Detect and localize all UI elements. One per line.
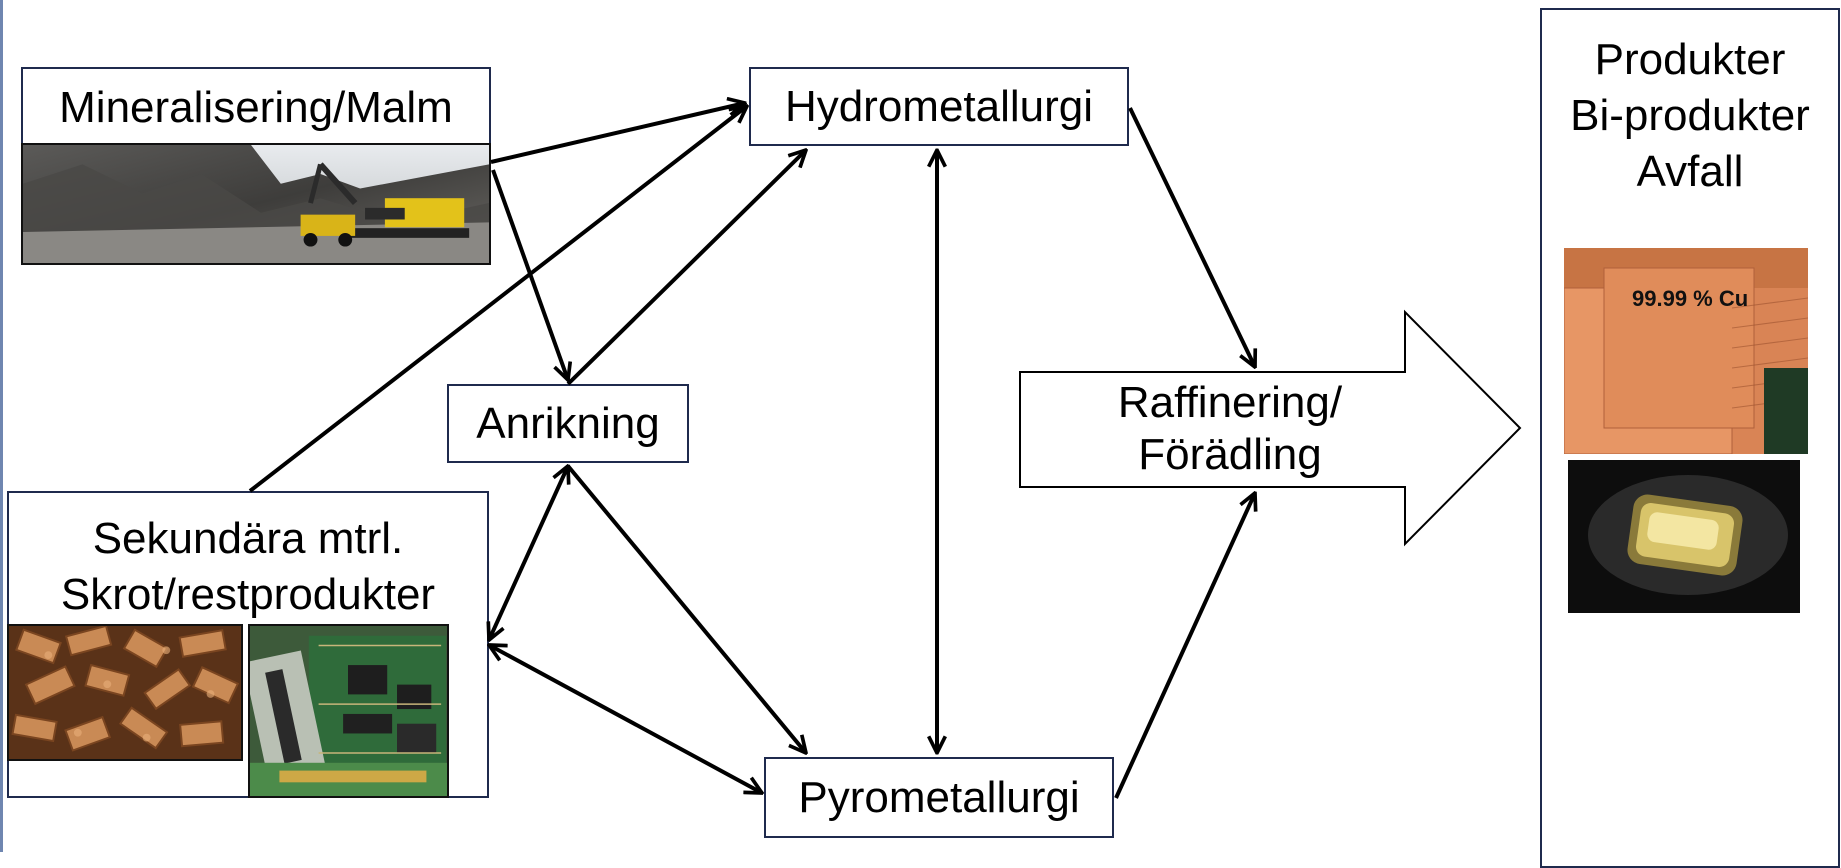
products-column-label: Produkter Bi-produkter Avfall [1542,32,1838,200]
products-line1: Produkter [1594,35,1786,84]
arrow-enrichment-to-pyro [566,464,806,753]
arrow-ore-to-hydro [490,103,745,164]
refining-block-arrow [1019,309,1522,547]
secondary-materials-line1: Sekundära mtrl. [92,514,404,563]
arrow-secondary-to-hydro [248,106,747,493]
slide-left-edge [0,0,3,852]
copper-cathode-photo [1564,248,1808,454]
pyrometallurgy-node: Pyrometallurgi [764,757,1114,838]
arrow-pyro-to-refining [1114,493,1255,799]
secondary-materials-line2: Skrot/restprodukter [60,570,436,619]
refining-line2: Förädling [1138,430,1322,479]
gold-bar-photo [1568,460,1800,613]
refining-line1: Raffinering/ [1117,378,1343,427]
refining-label: Raffinering/ Förädling [1035,377,1425,481]
arrow-secondary-pyro [489,645,762,793]
hydrometallurgy-node: Hydrometallurgi [749,67,1129,146]
pyrometallurgy-node-label: Pyrometallurgi [798,772,1080,822]
enrichment-node: Anrikning [447,384,689,463]
products-line2: Bi-produkter [1570,91,1810,140]
enrichment-node-label: Anrikning [476,398,660,448]
arrow-secondary-enrichment [489,466,568,640]
arrow-enrichment-to-hydro [566,150,806,386]
mine-excavator-photo [21,143,491,265]
ore-node-label: Mineralisering/Malm [59,83,453,132]
copper-purity-label: 99.99 % Cu [1632,286,1749,311]
circuit-board-photo [248,624,449,798]
products-line3: Avfall [1636,147,1744,196]
arrow-hydro-to-refining [1128,107,1255,367]
secondary-materials-label: Sekundära mtrl. Skrot/restprodukter [9,511,487,623]
copper-scrap-photo [7,624,243,761]
hydrometallurgy-node-label: Hydrometallurgi [784,81,1094,131]
